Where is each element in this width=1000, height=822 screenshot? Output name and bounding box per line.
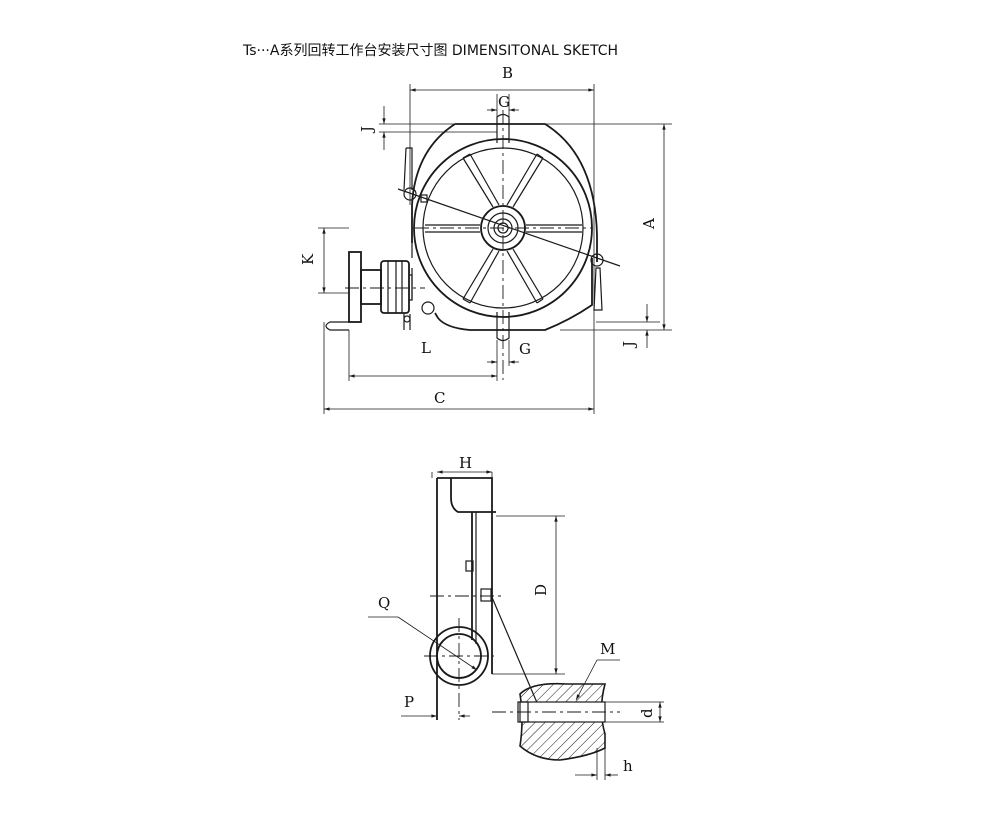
bolt-leader-line — [490, 594, 539, 706]
clamp-knob-right — [590, 253, 604, 267]
dim-M — [575, 659, 598, 701]
clamp-block — [420, 194, 428, 203]
label-G-bottom: G — [519, 340, 531, 358]
side-bolt — [480, 588, 492, 602]
lever-right — [593, 267, 603, 311]
label-P: P — [404, 693, 414, 711]
lever-left — [403, 147, 413, 191]
clamp-axis — [397, 188, 621, 267]
side-view: H Q D P d M — [368, 454, 664, 780]
label-A: A — [640, 218, 658, 230]
label-L: L — [421, 339, 431, 357]
label-J-top: J — [358, 126, 376, 134]
dimension-lines — [322, 88, 666, 411]
t-slots — [425, 153, 582, 304]
housing-outline — [411, 123, 598, 331]
label-B: B — [502, 64, 513, 82]
label-G-top: G — [498, 93, 510, 111]
top-view: B G J A K L G J C — [299, 64, 672, 414]
label-D: D — [532, 584, 550, 596]
label-d: d — [638, 708, 656, 718]
label-h: h — [623, 757, 633, 775]
dim-Q — [397, 616, 478, 671]
drawing-title: Ts···A系列回转工作台安装尺寸图 DIMENSITONAL SKETCH — [243, 43, 619, 59]
handwheel-assembly — [325, 251, 435, 331]
label-J-bottom: J — [620, 341, 638, 349]
label-H: H — [459, 454, 472, 472]
label-K: K — [299, 253, 317, 265]
side-key — [465, 560, 474, 572]
label-C: C — [434, 389, 445, 407]
label-Q: Q — [378, 594, 390, 612]
label-M: M — [600, 640, 615, 658]
